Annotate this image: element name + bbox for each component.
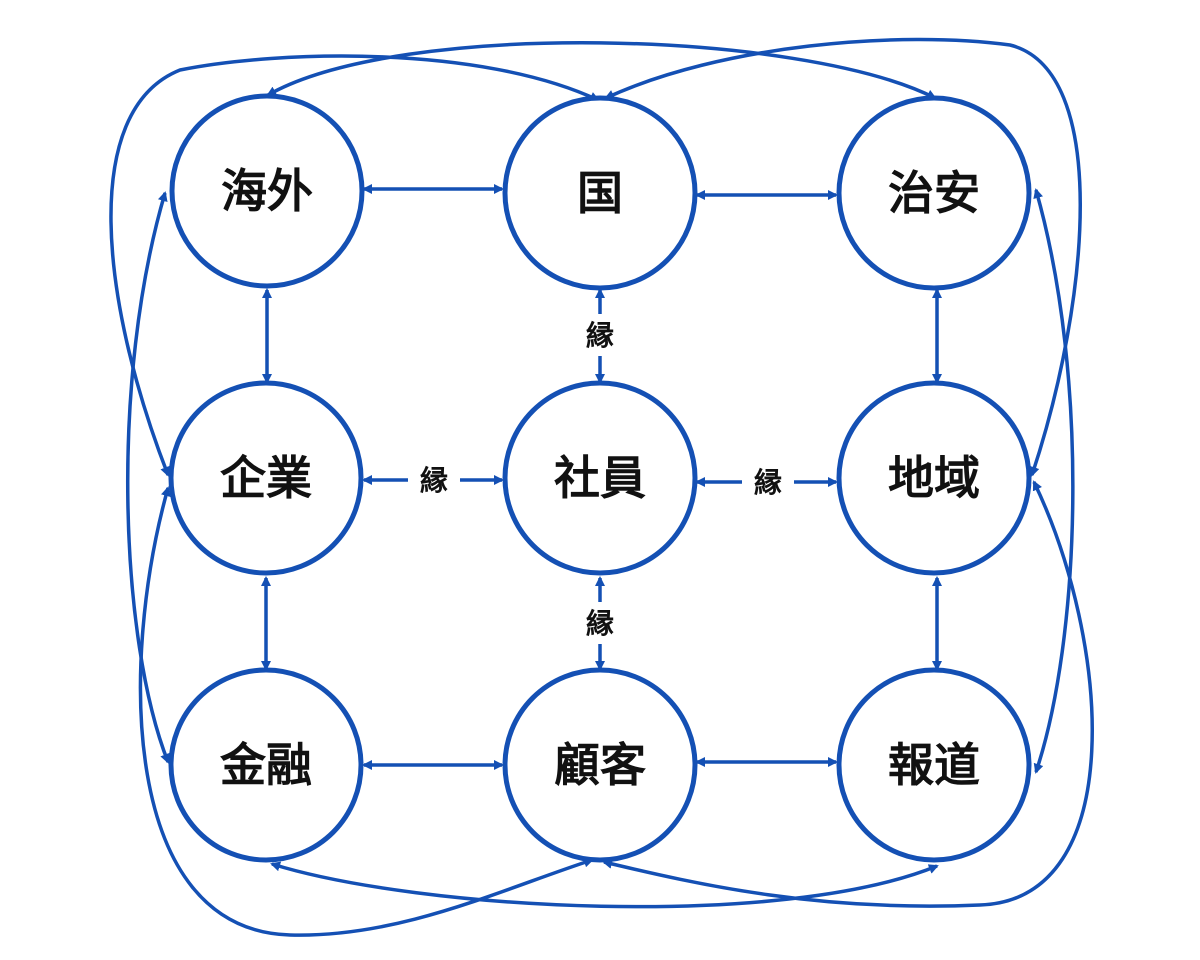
outer-curved-edges: [109, 37, 1094, 937]
node-shain: 社員: [502, 380, 698, 576]
node-label: 地域: [888, 451, 980, 505]
node-circle: [502, 667, 698, 863]
node-kokyaku: 顧客: [502, 667, 698, 863]
edge-kuni-loop-chiian: [604, 37, 1082, 477]
edge-kaigai-loop-kuni: [109, 54, 600, 477]
node-hodo: 報道: [836, 667, 1032, 863]
node-circle: [168, 380, 364, 576]
node-label: 治安: [888, 166, 980, 220]
node-circle: [169, 93, 365, 289]
edge-label-shain-kokyaku: 縁: [586, 607, 614, 640]
node-label: 顧客: [554, 738, 646, 792]
node-label: 社員: [554, 451, 646, 505]
edge-kigyo-loop-kokyaku: [138, 486, 594, 937]
node-circle: [836, 95, 1032, 291]
node-kuni: 国: [502, 95, 698, 291]
nodes: 海外 国 治安 企業 社員 地域 金融 顧客: [168, 93, 1032, 863]
edge-kinyu-hodo: [270, 861, 939, 909]
node-circle: [168, 667, 364, 863]
node-label: 国: [577, 166, 623, 220]
node-label: 海外: [221, 164, 313, 218]
node-label: 金融: [219, 738, 312, 792]
node-circle: [836, 667, 1032, 863]
node-circle: [502, 380, 698, 576]
node-kigyo: 企業: [168, 380, 364, 576]
node-label: 企業: [220, 451, 312, 505]
edge-label-kuni-shain: 縁: [586, 319, 614, 352]
edge-chiiki-loop-kokyaku: [602, 480, 1094, 908]
edge-kaigai-chian: [266, 41, 937, 100]
edge-chian-hodo: [1033, 188, 1075, 774]
edge-label-kigyo-shain: 縁: [420, 464, 448, 497]
node-kinyu: 金融: [168, 667, 364, 863]
grid-edges: [261, 184, 942, 770]
edge-label-shain-chiiki: 縁: [754, 466, 782, 499]
node-circle: [836, 380, 1032, 576]
node-chian: 治安: [836, 95, 1032, 291]
node-kaigai: 海外: [169, 93, 365, 289]
node-label: 報道: [888, 738, 980, 792]
edge-labels: 縁 縁 縁 縁: [420, 319, 782, 640]
node-circle: [502, 95, 698, 291]
edge-kaigai-kinyu: [125, 191, 170, 764]
node-chiiki: 地域: [836, 380, 1032, 576]
